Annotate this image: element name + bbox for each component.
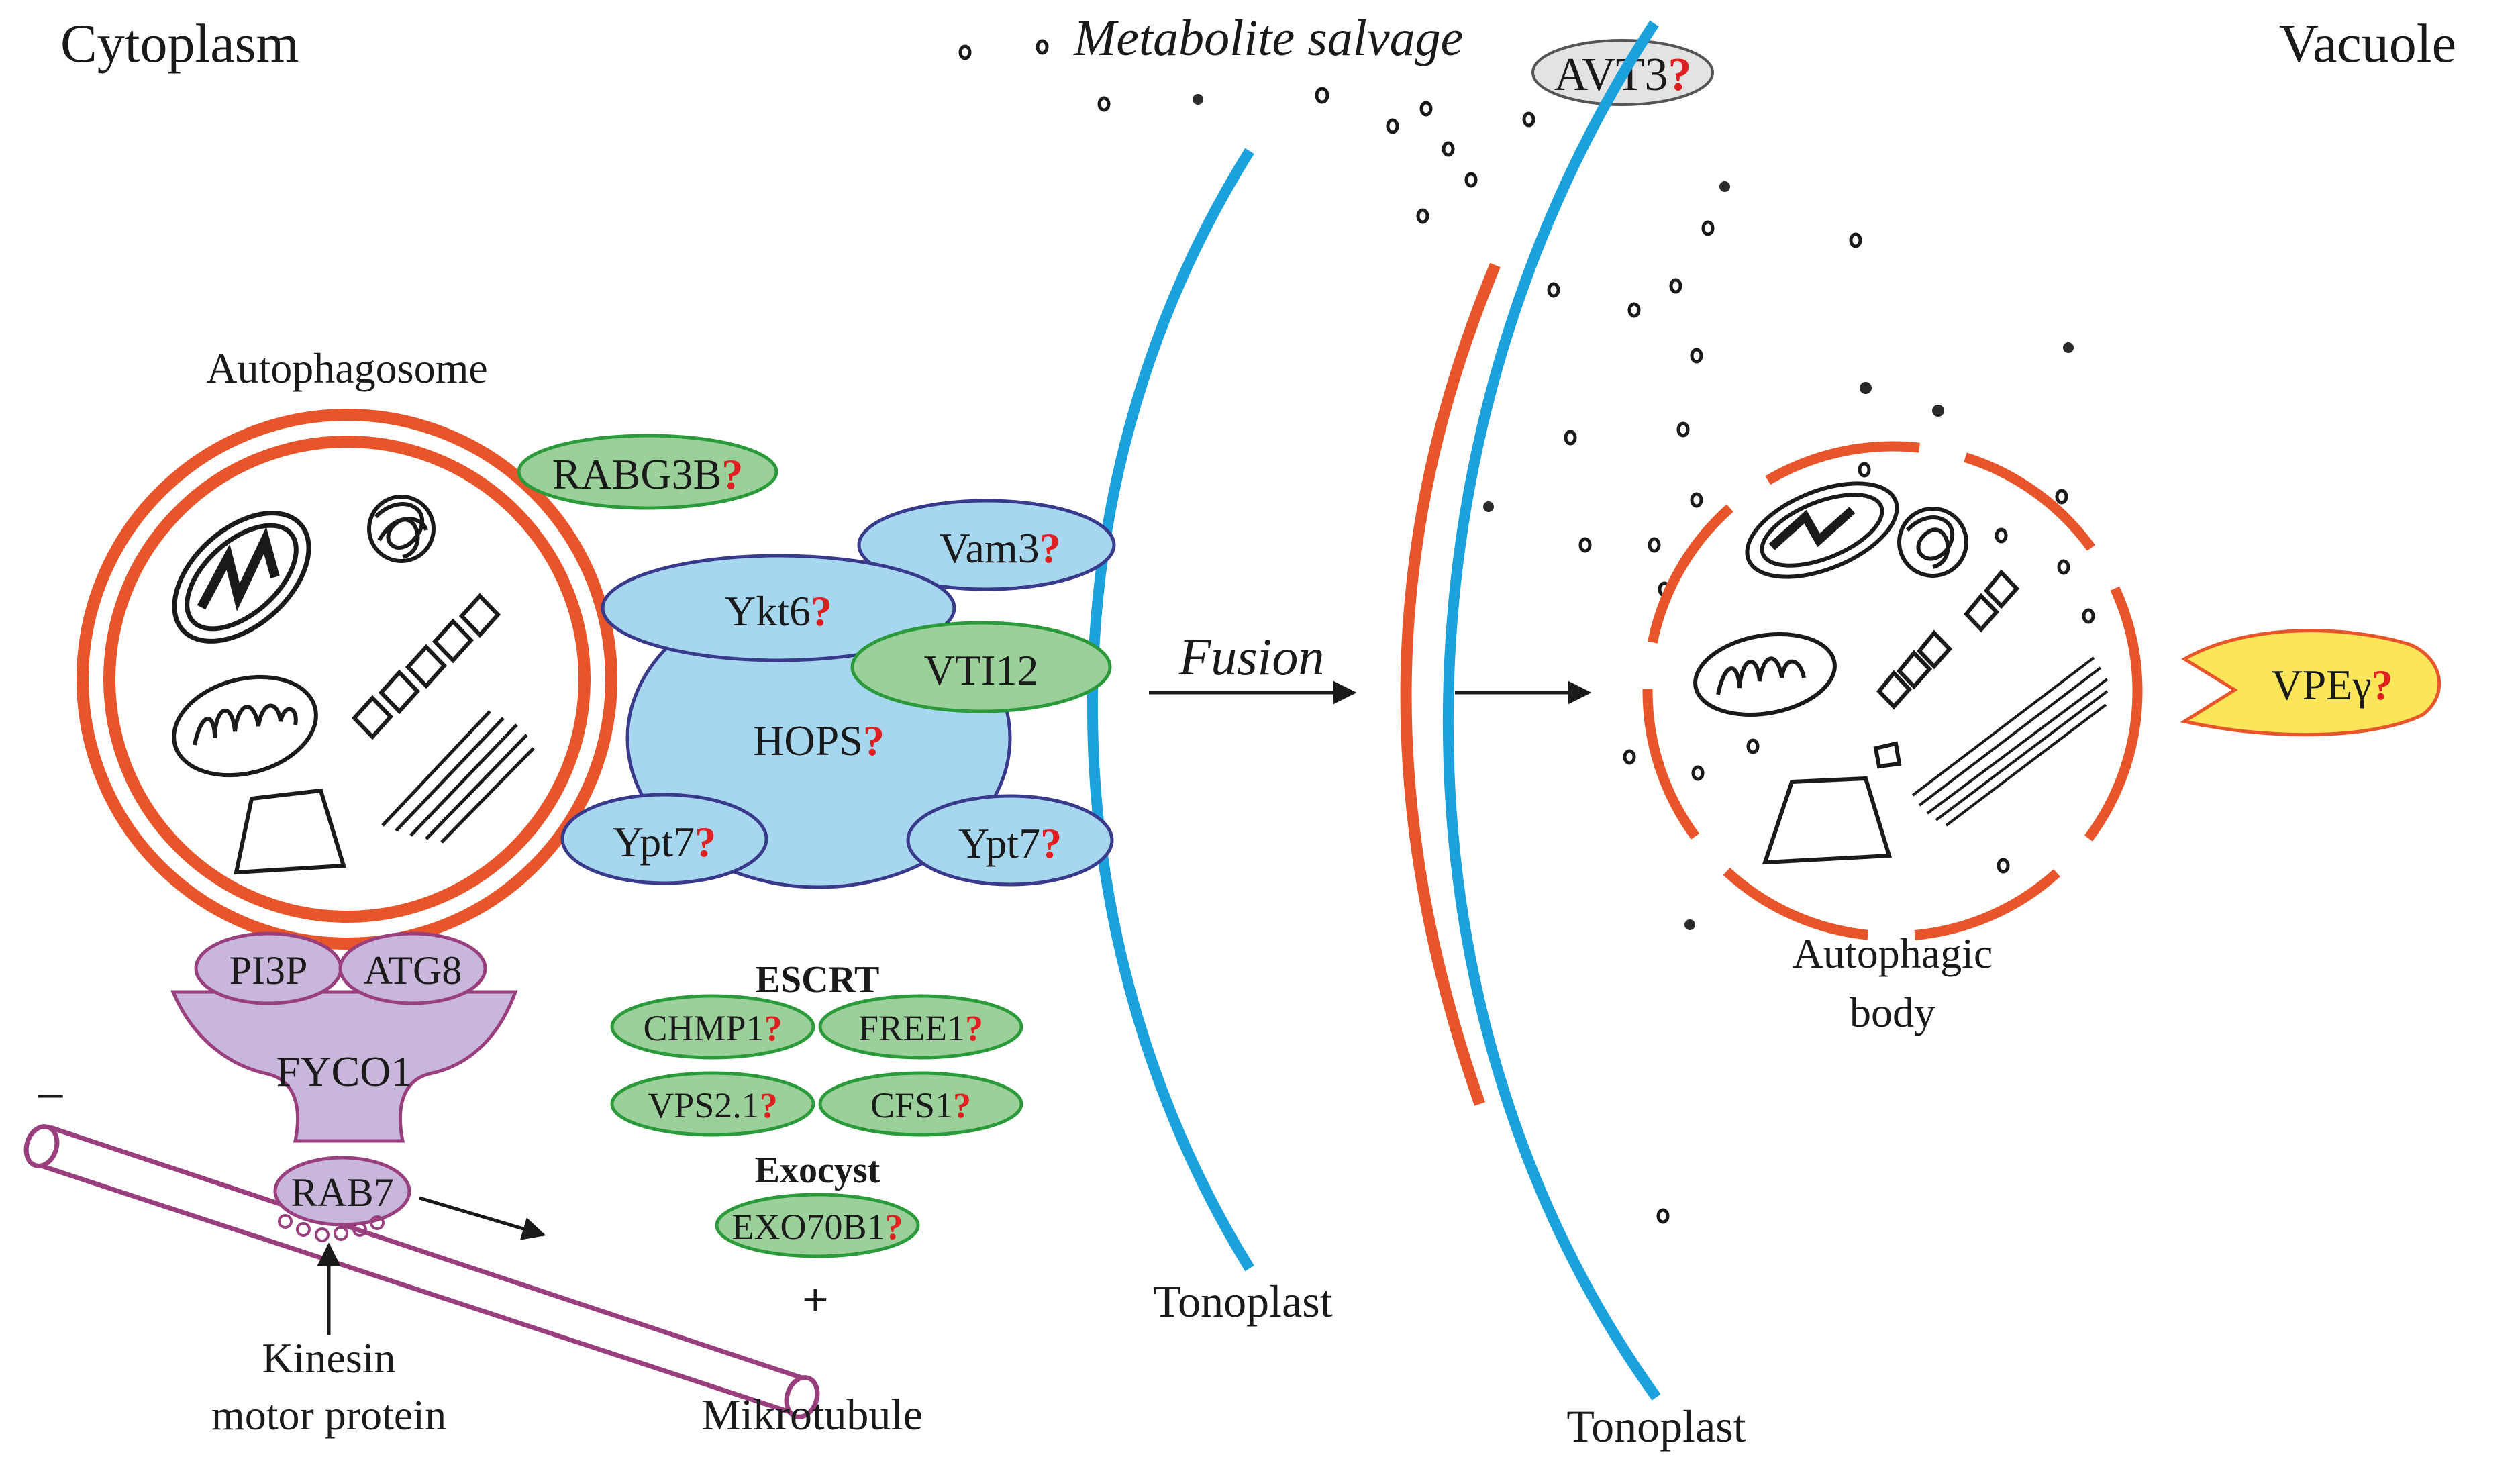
kinesin-label-line1: Kinesin [262,1334,395,1382]
autophagic-body-tangle-icon [1897,507,1968,578]
svg-text:Vam3?: Vam3? [939,524,1060,572]
ypt7-left-protein: Ypt7? [560,793,768,885]
microtubule-label: Mikrotubule [701,1391,923,1440]
escrt-label: ESCRT [756,959,880,1001]
exo70b1-protein: EXO70B1? [715,1193,920,1258]
rab7-protein: RAB7 [273,1156,411,1227]
vti12-protein: VTI12 [850,621,1112,713]
autophagosome-er-icon [351,593,501,740]
autophagic-body-golgi-icon [1693,632,1837,717]
metabolite-solid-dots [1193,94,2074,930]
autophagic-body-trapezoid-icon [1762,776,1892,865]
microtubule-minus-end: − [35,1067,65,1126]
svg-text:EXO70B1?: EXO70B1? [732,1207,903,1247]
kinesin-label-line2: motor protein [211,1391,446,1439]
autophagic-body [1642,441,2143,942]
chmp1-protein: CHMP1? [610,994,815,1060]
tonoplast-left-membrane [1087,148,1254,1272]
free1-protein: FREE1? [818,994,1023,1060]
autophagic-body-mitochondrion-icon [1745,481,1899,579]
vam3-protein: Vam3? [857,499,1116,591]
svg-text:ATG8: ATG8 [364,948,462,993]
fyco1-complex: FYCO1 [170,990,518,1143]
microtubule-plus-end: + [802,1274,829,1326]
svg-text:Ypt7?: Ypt7? [958,819,1062,867]
vacuole-label: Vacuole [2279,13,2456,74]
vps21-protein: VPS2.1? [610,1071,815,1137]
ypt7-right-protein: Ypt7? [906,794,1114,887]
autophagic-body-er-icon [1873,569,2020,769]
svg-text:FREE1?: FREE1? [858,1008,983,1048]
svg-text:VPS2.1?: VPS2.1? [648,1085,778,1125]
fyco1-label: FYCO1 [276,1048,413,1095]
svg-text:VPEγ?: VPEγ? [2271,661,2392,709]
autophagosome-mitochondrion-icon [172,511,311,644]
vpe-gamma-protein: VPEγ? [2180,629,2441,737]
svg-text:RAB7: RAB7 [291,1170,393,1215]
fusion-label: Fusion [1178,627,1325,686]
autophagic-body-filaments-icon [1911,656,2109,827]
autophagic-body-label-line2: body [1850,989,1935,1036]
svg-text:VTI12: VTI12 [924,646,1039,694]
tonoplast-right-label: Tonoplast [1566,1401,1746,1452]
autophagic-body-label-line1: Autophagic [1793,929,1993,977]
svg-text:CFS1?: CFS1? [870,1085,971,1125]
tonoplast-right-fused-segment [1400,262,1501,1106]
autophagosome-label: Autophagosome [206,344,488,392]
autophagosome-filaments-icon [381,710,535,844]
motor-direction-arrow [419,1196,546,1240]
kinesin-feet [278,1214,385,1242]
svg-text:HOPS?: HOPS? [753,717,885,764]
autophagosome [77,409,617,950]
cytoplasm-label: Cytoplasm [60,13,299,74]
metabolite-dots [958,39,2095,1224]
atg8-protein: ATG8 [338,931,487,1005]
svg-text:RABG3B?: RABG3B? [552,450,744,498]
rabg3b-protein: RABG3B? [517,434,778,510]
autophagosome-trapezoid-icon [234,788,346,875]
autophagosome-golgi-icon [172,674,318,778]
microtubule [23,1124,820,1419]
tonoplast-left-label: Tonoplast [1153,1276,1332,1327]
svg-text:CHMP1?: CHMP1? [643,1008,782,1048]
tonoplast-right-membrane [1442,20,1661,1401]
pi3p-lipid: PI3P [194,931,343,1005]
svg-text:PI3P: PI3P [230,948,308,993]
svg-text:Ypt7?: Ypt7? [613,818,716,866]
ykt6-protein: Ykt6? [601,554,956,662]
metabolite-salvage-label: Metabolite salvage [1073,10,1463,66]
exocyst-label: Exocyst [755,1150,880,1191]
svg-text:Ykt6?: Ykt6? [725,587,832,635]
autophagosome-tangle-icon [367,495,436,563]
cfs1-protein: CFS1? [818,1071,1023,1137]
